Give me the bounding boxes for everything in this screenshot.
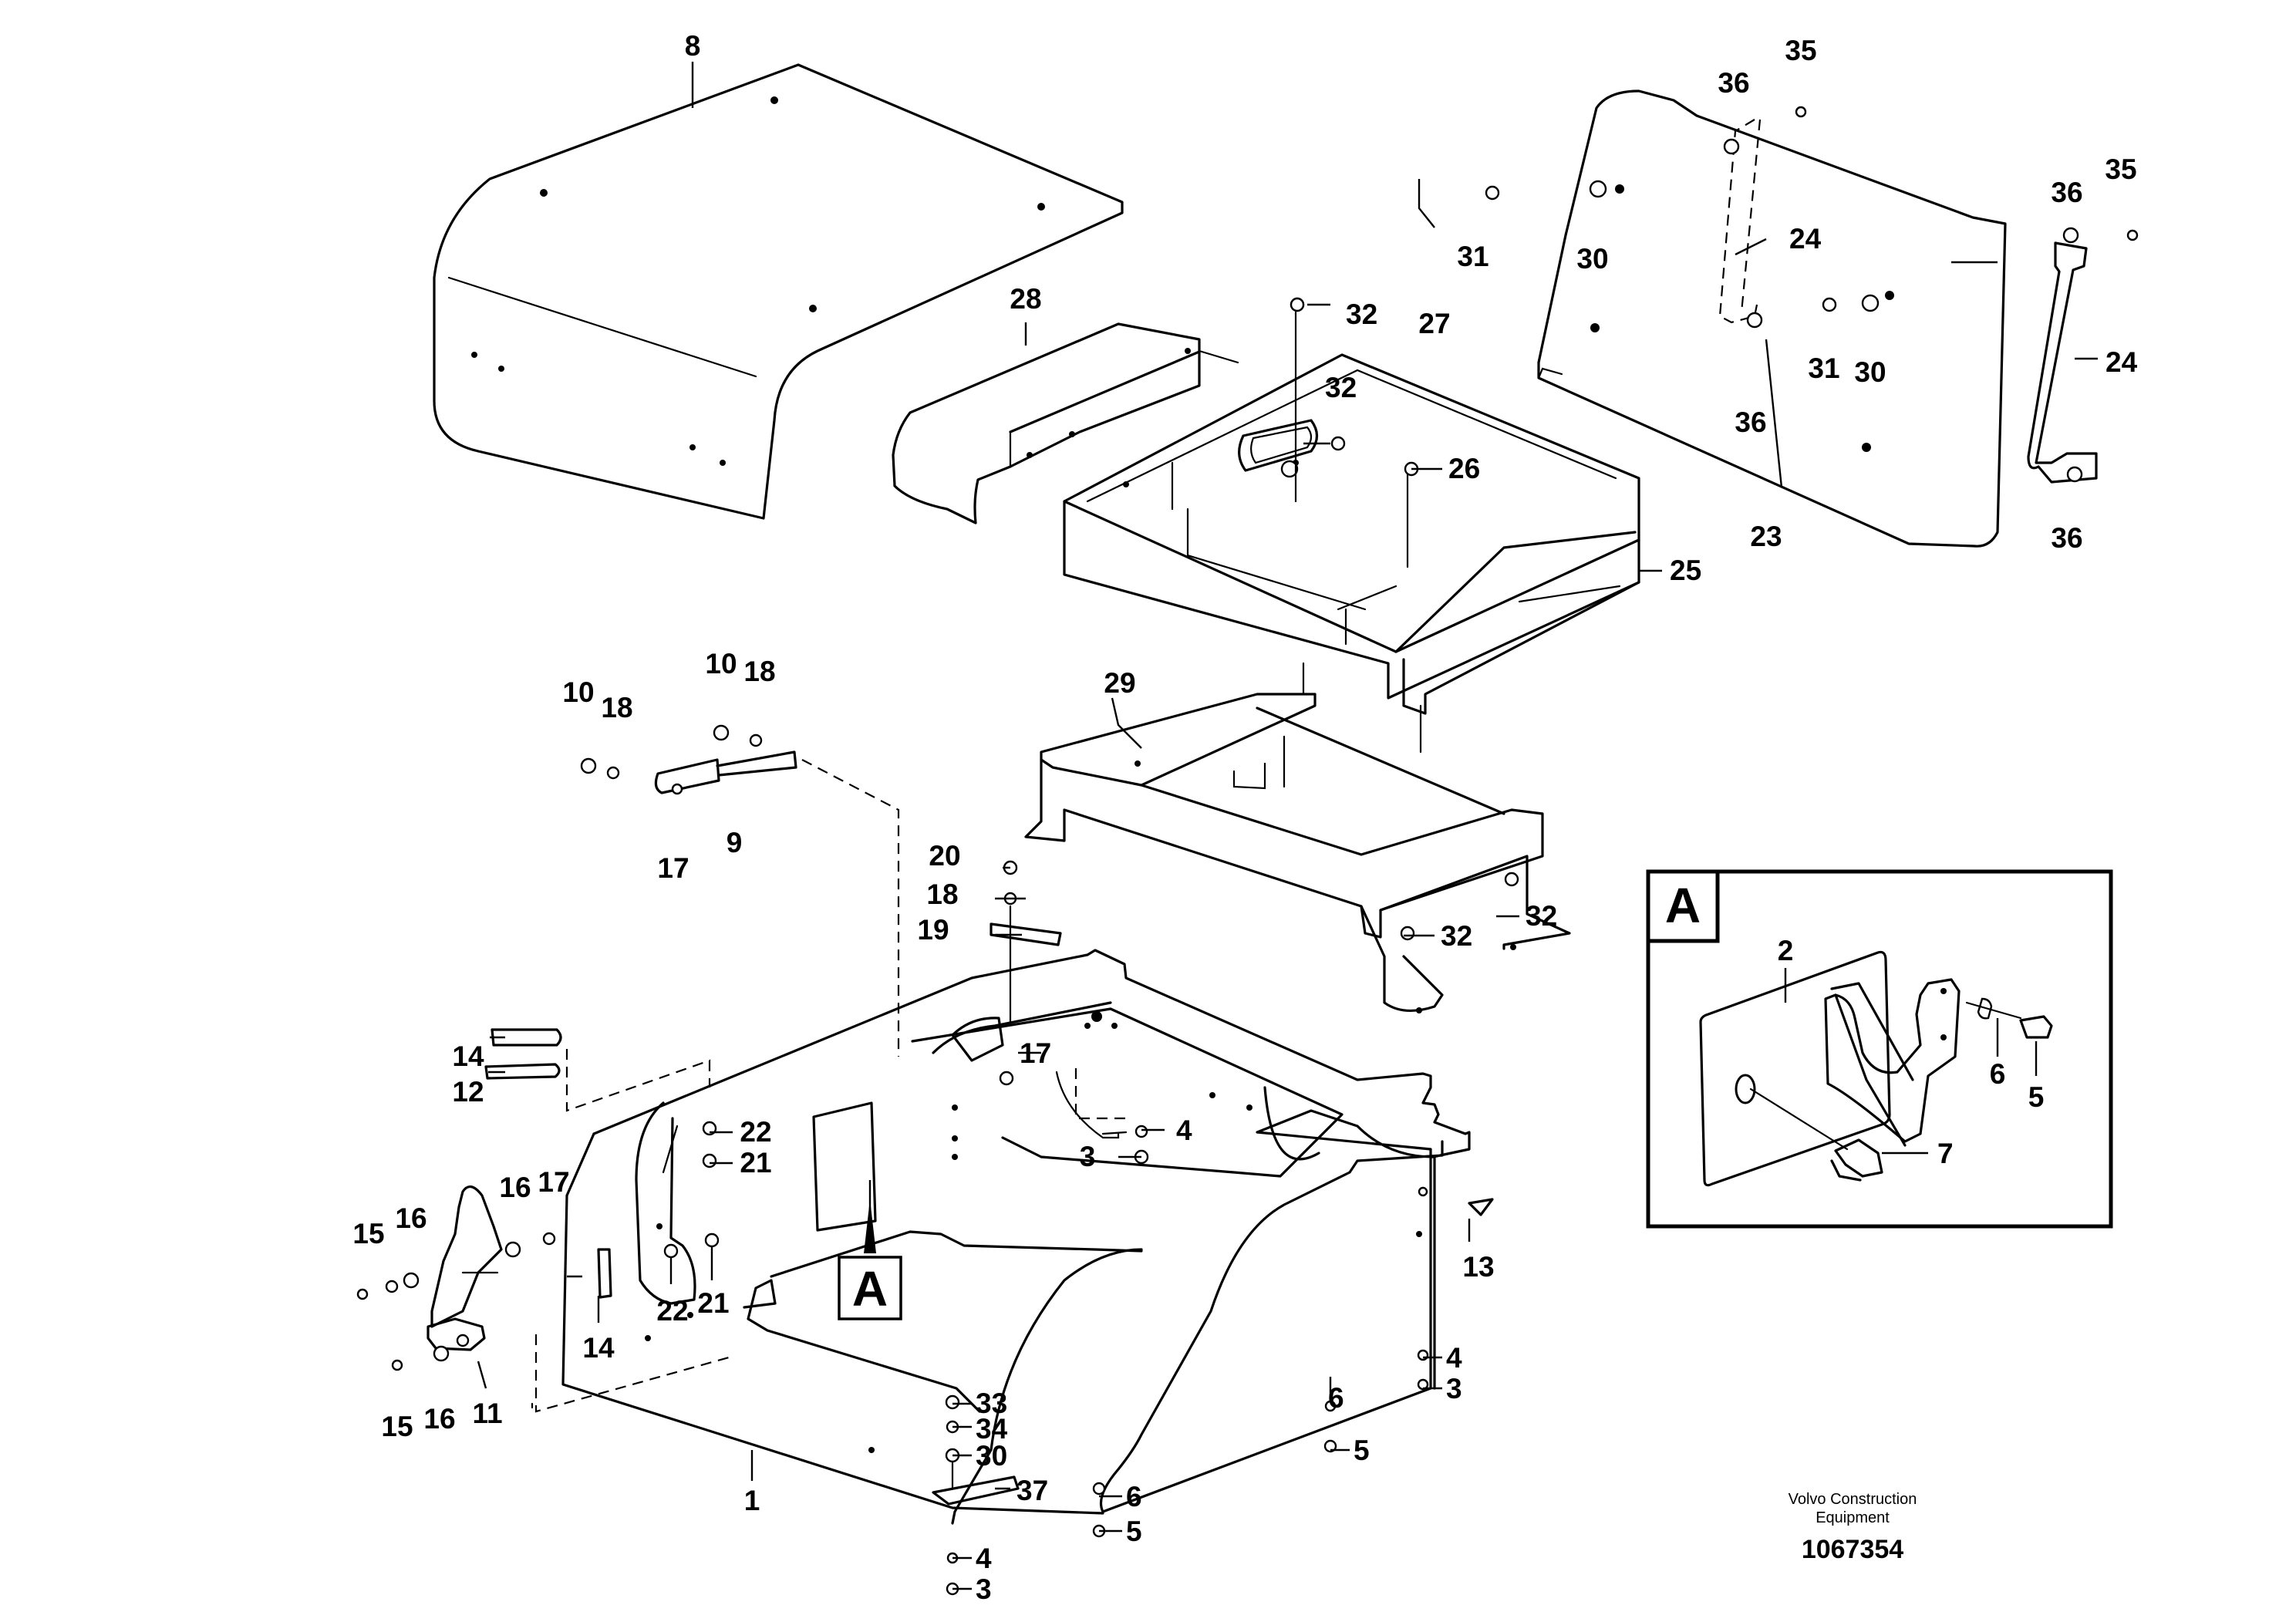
callout-8: 8 (685, 30, 701, 62)
part-9-gas-strut (654, 750, 900, 1057)
fasteners (356, 106, 2139, 1596)
callout-35: 35 (2105, 153, 2136, 185)
callout-12: 12 (452, 1076, 484, 1108)
detail-callout-6: 6 (1990, 1058, 2006, 1090)
callout-24: 24 (1789, 223, 1822, 255)
callout-labels: 8 28 32 32 27 26 25 29 32 32 35 36 31 30… (352, 30, 2137, 1605)
callout-15: 15 (381, 1411, 413, 1442)
callout-31: 31 (1457, 241, 1489, 272)
callout-3: 3 (1080, 1141, 1096, 1172)
callout-5: 5 (1354, 1435, 1370, 1466)
callout-18: 18 (743, 656, 775, 687)
callout-17: 17 (1020, 1037, 1051, 1069)
callout-36: 36 (2051, 522, 2082, 554)
callout-6: 6 (1328, 1382, 1344, 1414)
detail-title-box (1646, 869, 1720, 943)
callout-3: 3 (976, 1573, 992, 1605)
detail-callout-5: 5 (2028, 1081, 2045, 1113)
drawing-number: 1067354 (1802, 1535, 1903, 1564)
part-1-main-housing (561, 949, 1471, 1525)
callout-14: 14 (582, 1332, 615, 1364)
detail-title-letter: A (1665, 878, 1701, 933)
detail-frame (1646, 869, 2113, 1229)
callout-18: 18 (601, 692, 632, 723)
view-marker-a-letter: A (852, 1261, 888, 1317)
callout-22: 22 (656, 1295, 688, 1327)
part-23-rear-panel (1537, 89, 2007, 548)
callout-5: 5 (1126, 1516, 1142, 1547)
callout-31: 31 (1808, 352, 1839, 384)
callout-10: 10 (705, 648, 737, 679)
detail-callout-2: 2 (1778, 935, 1794, 966)
callout-34: 34 (976, 1413, 1008, 1445)
callout-1: 1 (744, 1485, 760, 1516)
callout-22: 22 (740, 1116, 771, 1148)
callout-4: 4 (1446, 1342, 1462, 1374)
callout-28: 28 (1010, 283, 1041, 315)
callout-14: 14 (452, 1040, 484, 1072)
callout-4: 4 (976, 1543, 992, 1574)
callout-36: 36 (1718, 67, 1749, 99)
callout-13: 13 (1462, 1251, 1494, 1283)
detail-callout-7: 7 (1937, 1138, 1954, 1169)
callout-6: 6 (1126, 1481, 1142, 1512)
callout-15: 15 (352, 1218, 384, 1249)
callout-35: 35 (1785, 35, 1816, 66)
callout-33: 33 (976, 1388, 1007, 1419)
callout-20: 20 (929, 840, 960, 872)
callout-27: 27 (1418, 308, 1450, 339)
callout-32: 32 (1526, 900, 1557, 932)
credit-line-1: Volvo Construction (1789, 1491, 1917, 1508)
callout-36: 36 (1735, 406, 1766, 438)
callout-17: 17 (538, 1166, 569, 1198)
callout-30: 30 (976, 1440, 1007, 1472)
callout-9: 9 (727, 827, 743, 858)
callout-32: 32 (1441, 920, 1472, 952)
part-29-frame (1024, 662, 1571, 1013)
part-24-bracket (2027, 241, 2098, 484)
callout-19: 19 (917, 914, 949, 946)
callout-4: 4 (1176, 1114, 1192, 1146)
callout-32: 32 (1325, 372, 1357, 403)
callout-29: 29 (1104, 667, 1135, 699)
credit-line-2: Equipment (1816, 1509, 1890, 1526)
callout-11: 11 (472, 1398, 502, 1429)
callout-16: 16 (423, 1403, 455, 1435)
callout-25: 25 (1670, 555, 1701, 586)
callout-30: 30 (1854, 356, 1886, 388)
callout-37: 37 (1017, 1475, 1048, 1506)
drawing-footer: Volvo Construction Equipment 1067354 (1789, 1491, 1917, 1564)
callout-21: 21 (740, 1147, 771, 1179)
view-marker-a (838, 1199, 902, 1320)
callout-23: 23 (1750, 521, 1782, 552)
part-25-27-tray (1063, 353, 1640, 715)
detail-view-a (1646, 869, 2113, 1229)
part-28-side-panel (892, 322, 1239, 524)
callout-16: 16 (499, 1172, 531, 1203)
latch-assembly (426, 1028, 730, 1413)
callout-30: 30 (1576, 243, 1608, 275)
callout-21: 21 (697, 1287, 729, 1319)
callout-26: 26 (1448, 453, 1480, 484)
callout-16: 16 (395, 1202, 426, 1234)
callout-32: 32 (1346, 298, 1377, 330)
callout-17: 17 (657, 852, 689, 884)
callout-3: 3 (1446, 1373, 1462, 1404)
callout-10: 10 (562, 676, 594, 708)
callout-24: 24 (2106, 346, 2138, 378)
callout-18: 18 (926, 878, 958, 910)
callout-36: 36 (2051, 177, 2082, 208)
part-8-top-cover (433, 63, 1124, 520)
